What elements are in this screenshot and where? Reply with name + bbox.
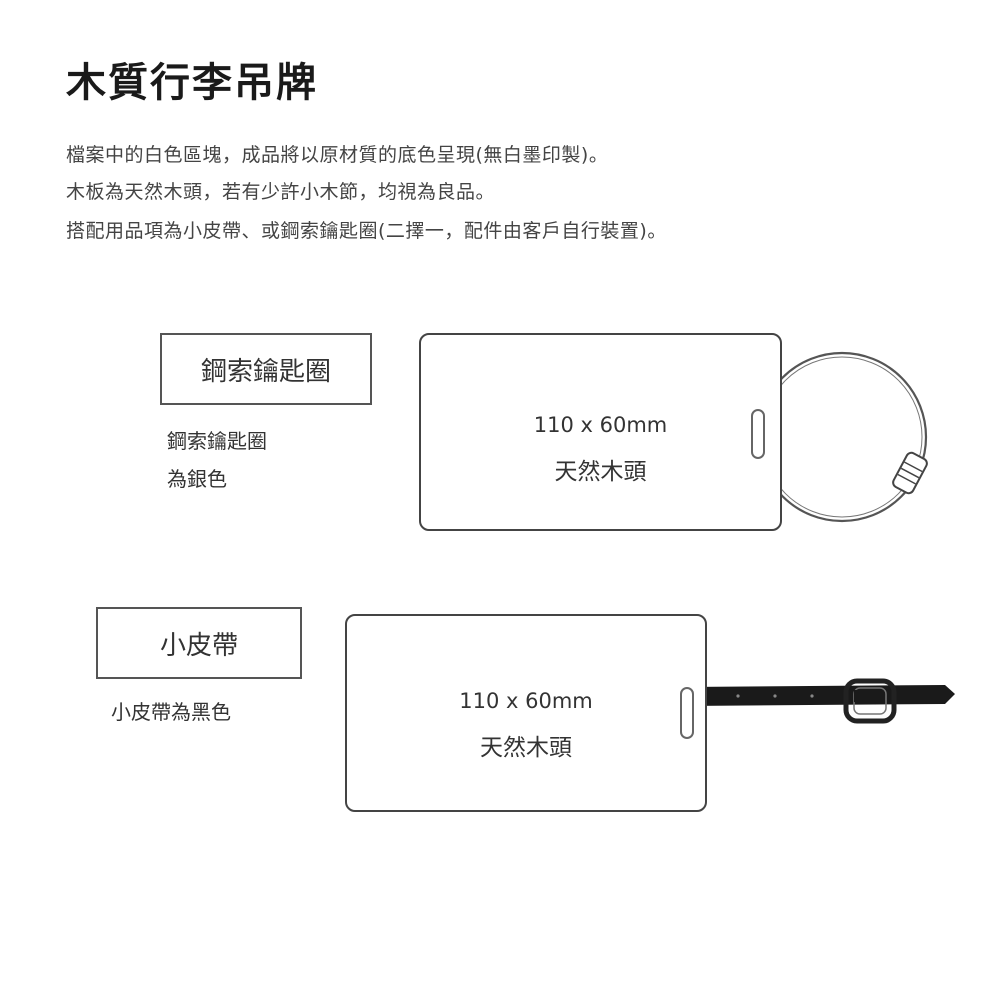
option-note-steel-ring-line-2: 為銀色 <box>167 467 227 491</box>
leather-strap-icon <box>685 678 955 724</box>
description-line-3: 搭配用品項為小皮帶、或鋼索鑰匙圈(二擇一，配件由客戶自行裝置)。 <box>66 220 667 242</box>
description-line-1: 檔案中的白色區塊，成品將以原材質的底色呈現(無白墨印製)。 <box>66 144 609 166</box>
luggage-tag-steel-ring: 110 x 60mm 天然木頭 <box>419 333 782 531</box>
tag-material: 天然木頭 <box>480 735 572 761</box>
description-line-2: 木板為天然木頭，若有少許小木節，均視為良品。 <box>66 181 496 203</box>
option-note-steel-ring-line-1: 鋼索鑰匙圈 <box>167 429 267 453</box>
tag-slot <box>751 409 765 459</box>
option-label-steel-ring: 鋼索鑰匙圈 <box>160 333 372 405</box>
option-label-leather-strap: 小皮帶 <box>96 607 302 679</box>
luggage-tag-leather-strap: 110 x 60mm 天然木頭 <box>345 614 707 812</box>
page-title: 木質行李吊牌 <box>66 60 318 106</box>
tag-slot <box>680 687 694 739</box>
tag-size: 110 x 60mm <box>459 689 593 713</box>
tag-size: 110 x 60mm <box>533 413 668 437</box>
steel-cable-key-ring-icon <box>756 351 928 523</box>
tag-material: 天然木頭 <box>554 459 647 485</box>
option-note-leather-strap-line-1: 小皮帶為黑色 <box>111 700 231 724</box>
